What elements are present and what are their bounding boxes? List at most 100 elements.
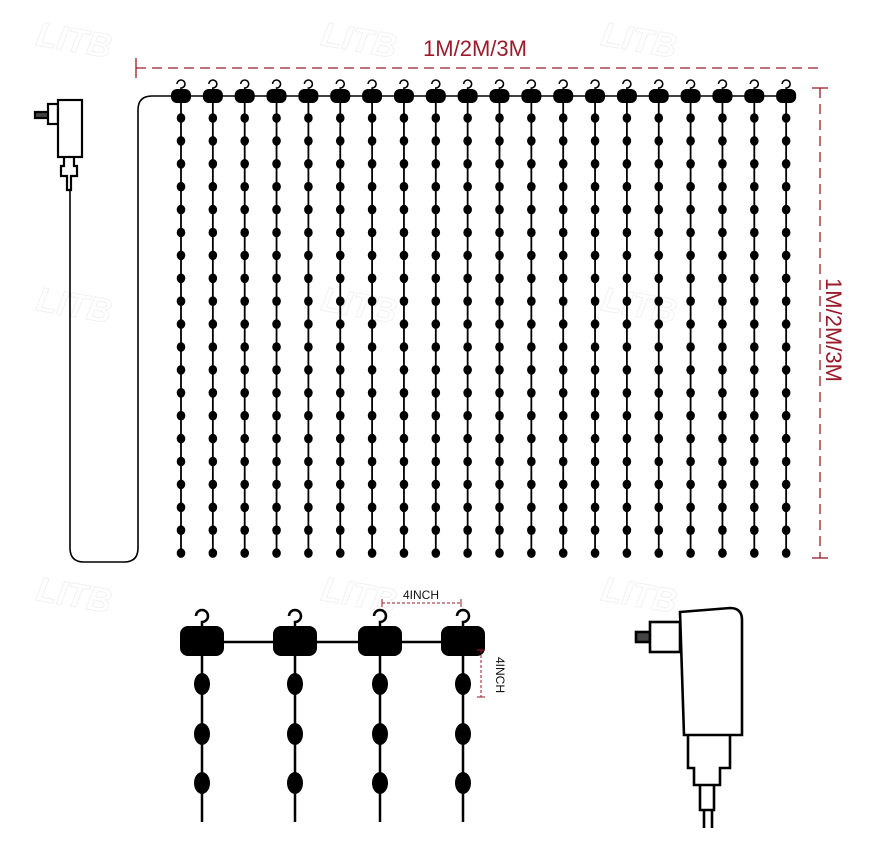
bulb bbox=[750, 250, 759, 261]
bulb bbox=[463, 410, 472, 421]
clip bbox=[425, 89, 446, 103]
clip bbox=[616, 89, 637, 103]
watermark: LITB bbox=[599, 280, 680, 331]
bulb bbox=[558, 388, 568, 398]
bulb bbox=[431, 136, 441, 146]
bulb bbox=[367, 273, 377, 284]
bulb bbox=[304, 388, 313, 398]
bulb bbox=[176, 113, 186, 123]
bulb bbox=[176, 525, 186, 535]
bulb bbox=[558, 204, 568, 215]
bulb bbox=[622, 296, 632, 307]
clip bbox=[441, 626, 485, 656]
bulb bbox=[208, 502, 218, 513]
light-strand bbox=[776, 79, 797, 558]
bulb bbox=[194, 723, 210, 745]
bulb bbox=[176, 342, 186, 352]
bulb bbox=[335, 502, 345, 513]
bulb bbox=[272, 273, 281, 284]
detail-strand bbox=[441, 608, 485, 822]
bulb bbox=[781, 250, 791, 261]
hook-icon bbox=[749, 79, 760, 92]
bulb bbox=[527, 456, 536, 467]
bulb bbox=[558, 113, 568, 123]
bulb bbox=[527, 204, 536, 215]
bulb bbox=[208, 159, 218, 169]
bulb bbox=[335, 525, 345, 535]
bulb bbox=[287, 772, 303, 794]
bulb-spacing-label: 4INCH bbox=[493, 657, 507, 693]
width-dimension bbox=[135, 58, 818, 78]
hook-icon bbox=[431, 79, 441, 92]
bulb bbox=[272, 319, 281, 329]
bulb bbox=[431, 365, 441, 375]
bulb bbox=[686, 136, 695, 146]
bulb bbox=[463, 273, 472, 284]
bulb bbox=[686, 181, 695, 192]
bulb bbox=[622, 181, 632, 192]
bulb bbox=[527, 479, 536, 490]
bulb bbox=[654, 388, 664, 398]
bulb bbox=[335, 548, 345, 558]
hook-icon bbox=[590, 79, 600, 92]
clip bbox=[330, 89, 351, 103]
bulb bbox=[558, 319, 568, 329]
bulb bbox=[686, 296, 695, 307]
strand-detail bbox=[180, 608, 485, 822]
bulb bbox=[176, 136, 186, 146]
bulb bbox=[622, 502, 632, 513]
bulb bbox=[463, 342, 472, 352]
clip bbox=[489, 89, 510, 103]
bulb bbox=[367, 525, 377, 535]
hook-icon bbox=[176, 79, 186, 92]
bulb bbox=[781, 410, 791, 421]
bulb bbox=[463, 204, 472, 215]
bulb bbox=[654, 548, 664, 558]
bulb bbox=[240, 342, 249, 352]
bulb bbox=[272, 136, 281, 146]
bulb bbox=[367, 548, 377, 558]
bulb bbox=[750, 525, 759, 535]
hook-icon bbox=[526, 79, 537, 92]
bulb bbox=[399, 204, 409, 215]
bulb bbox=[654, 227, 664, 238]
bulb bbox=[240, 502, 249, 513]
bulb bbox=[781, 456, 791, 467]
bulb bbox=[622, 273, 632, 284]
bulb bbox=[590, 296, 600, 307]
light-strand bbox=[330, 79, 351, 558]
clip bbox=[648, 89, 669, 103]
bulb bbox=[431, 204, 441, 215]
bulb bbox=[558, 433, 568, 444]
spacing-dimension bbox=[381, 599, 485, 698]
bulb bbox=[176, 319, 186, 329]
bulb bbox=[718, 136, 727, 146]
bulb bbox=[781, 113, 791, 123]
bulb bbox=[654, 250, 664, 261]
bulb bbox=[208, 181, 218, 192]
bulb bbox=[495, 227, 504, 238]
bulb bbox=[208, 319, 218, 329]
bulb bbox=[399, 479, 409, 490]
bulb bbox=[431, 388, 441, 398]
clip bbox=[680, 89, 701, 103]
bulb bbox=[718, 525, 727, 535]
bulb bbox=[781, 433, 791, 444]
bulb bbox=[527, 250, 536, 261]
width-label: 1M/2M/3M bbox=[423, 36, 527, 61]
bulb bbox=[654, 136, 664, 146]
bulb bbox=[654, 456, 664, 467]
bulb bbox=[208, 433, 218, 444]
bulb bbox=[367, 388, 377, 398]
bulb bbox=[463, 113, 472, 123]
clip bbox=[457, 89, 478, 103]
bulb bbox=[622, 250, 632, 261]
bulb bbox=[463, 502, 472, 513]
bulb bbox=[304, 273, 313, 284]
clip bbox=[234, 89, 255, 103]
bulb bbox=[495, 433, 504, 444]
bulb bbox=[272, 342, 281, 352]
bulb bbox=[558, 159, 568, 169]
bulb bbox=[194, 673, 210, 695]
hook-icon bbox=[194, 608, 210, 628]
